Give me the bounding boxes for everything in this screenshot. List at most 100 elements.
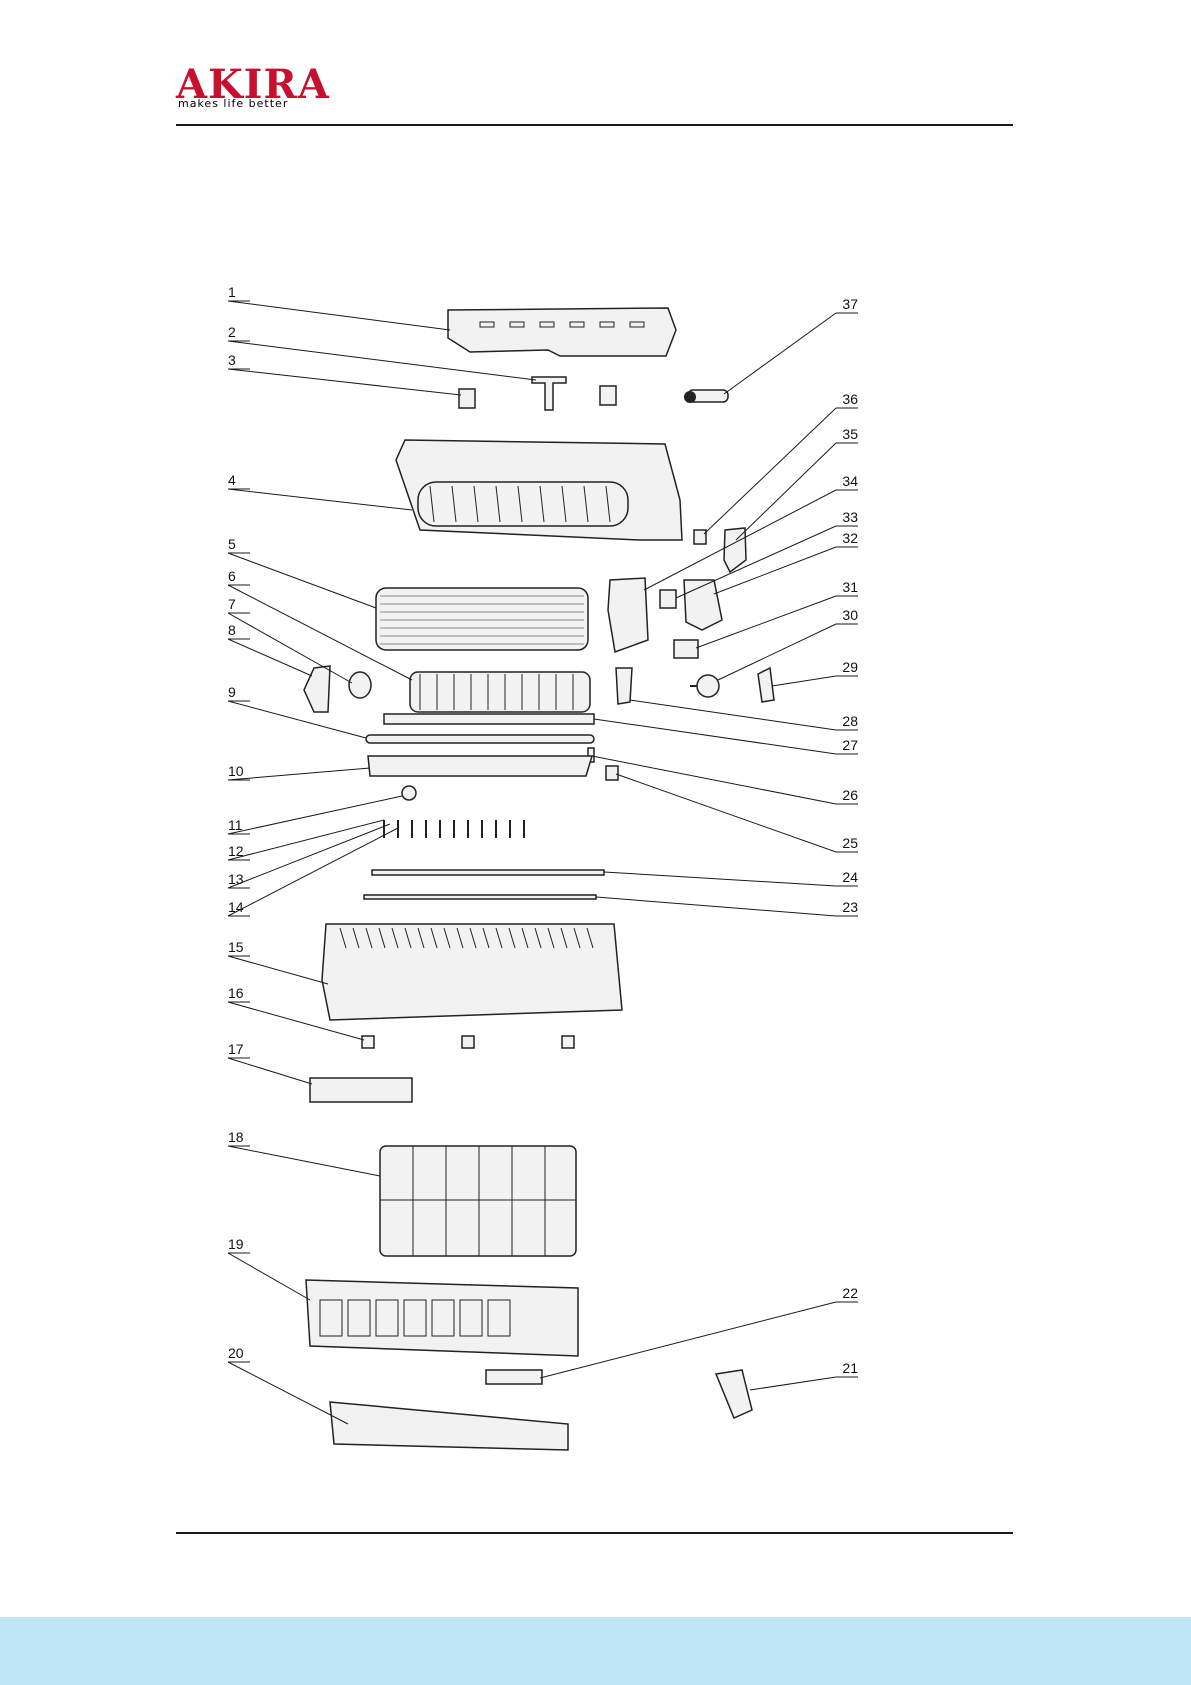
part-number-36: 36 <box>842 391 858 407</box>
panel-cell-shape <box>376 1300 398 1336</box>
leader-line-36 <box>704 408 836 534</box>
leader-line-17 <box>228 1058 312 1084</box>
leader-line-11 <box>228 796 402 834</box>
part-number-33: 33 <box>842 509 858 525</box>
motor-bracket-shape <box>616 668 632 704</box>
part-number-3: 3 <box>228 352 236 368</box>
part-number-31: 31 <box>842 579 858 595</box>
part-number-27: 27 <box>842 737 858 753</box>
cover-plate-shape <box>724 528 746 572</box>
leader-line-26 <box>592 756 836 804</box>
footer-band <box>0 1617 1191 1685</box>
pipe-end-shape <box>684 391 696 403</box>
mounting-plate-slot <box>480 322 494 327</box>
bearing-holder-shape <box>304 666 330 712</box>
panel-cell-shape <box>404 1300 426 1336</box>
clip-shape <box>600 386 616 405</box>
part-number-35: 35 <box>842 426 858 442</box>
part-number-23: 23 <box>842 899 858 915</box>
leader-line-23 <box>596 897 836 916</box>
mounting-plate-slot <box>630 322 644 327</box>
leader-line-21 <box>750 1377 836 1390</box>
leader-line-5 <box>228 553 376 608</box>
bracket-shape <box>532 377 566 410</box>
part-number-19: 19 <box>228 1236 244 1252</box>
panel-cell-shape <box>488 1300 510 1336</box>
drain-tray-shape <box>384 714 594 724</box>
leader-line-4 <box>228 489 412 510</box>
remote-control-shape <box>716 1370 752 1418</box>
part-number-29: 29 <box>842 659 858 675</box>
horizontal-louver-shape <box>364 895 596 899</box>
leader-line-25 <box>616 774 836 852</box>
leader-line-29 <box>772 676 836 686</box>
part-number-30: 30 <box>842 607 858 623</box>
part-number-21: 21 <box>842 1360 858 1376</box>
connecting-rod-shape <box>372 870 604 875</box>
part-number-8: 8 <box>228 622 236 638</box>
part-number-34: 34 <box>842 473 858 489</box>
part-number-16: 16 <box>228 985 244 1001</box>
panel-cell-shape <box>432 1300 454 1336</box>
part-number-28: 28 <box>842 713 858 729</box>
part-number-9: 9 <box>228 684 236 700</box>
screw-cap-shape <box>562 1036 574 1048</box>
drain-pipe-shape <box>366 735 594 743</box>
part-number-10: 10 <box>228 763 244 779</box>
stepper-motor-shape <box>606 766 618 780</box>
crank-shape <box>402 786 416 800</box>
display-window-shape <box>486 1370 542 1384</box>
leader-line-28 <box>630 700 836 730</box>
mounting-plate-slot <box>540 322 554 327</box>
leader-line-30 <box>718 624 836 680</box>
footer-rule <box>176 1532 1013 1534</box>
part-number-7: 7 <box>228 596 236 612</box>
part-number-15: 15 <box>228 939 244 955</box>
part-number-14: 14 <box>228 899 244 915</box>
drain-pan-shape <box>368 756 592 776</box>
leader-line-7 <box>228 613 352 683</box>
part-number-12: 12 <box>228 843 244 859</box>
part-number-22: 22 <box>842 1285 858 1301</box>
small-cover-shape <box>674 640 698 658</box>
leader-line-8 <box>228 639 312 676</box>
filter-cassette-shape <box>310 1078 412 1102</box>
control-box-shape <box>608 578 648 652</box>
screw-cap-shape <box>362 1036 374 1048</box>
part-number-25: 25 <box>842 835 858 851</box>
leader-line-9 <box>228 701 366 738</box>
leader-line-22 <box>540 1302 836 1378</box>
clip-shape <box>459 389 475 408</box>
leader-line-3 <box>228 369 461 395</box>
part-number-6: 6 <box>228 568 236 584</box>
sensor-clip-shape <box>694 530 706 544</box>
leader-line-12 <box>228 820 384 860</box>
panel-cell-shape <box>460 1300 482 1336</box>
blower-housing-shape <box>418 482 628 526</box>
leader-line-35 <box>736 443 836 540</box>
front-panel-shape <box>330 1402 568 1450</box>
fan-motor-shape <box>697 675 719 697</box>
leader-line-18 <box>228 1146 380 1176</box>
mounting-plate-slot <box>510 322 524 327</box>
terminal-block-shape <box>660 590 676 608</box>
mounting-plate-slot <box>570 322 584 327</box>
part-number-24: 24 <box>842 869 858 885</box>
panel-cell-shape <box>320 1300 342 1336</box>
part-number-20: 20 <box>228 1345 244 1361</box>
motor-clamp-shape <box>758 668 774 702</box>
leader-line-20 <box>228 1362 348 1424</box>
part-number-32: 32 <box>842 530 858 546</box>
pcb-box-shape <box>684 580 722 630</box>
part-number-11: 11 <box>228 817 243 833</box>
panel-cell-shape <box>348 1300 370 1336</box>
leader-line-10 <box>228 768 370 780</box>
part-number-37: 37 <box>842 296 858 312</box>
part-number-17: 17 <box>228 1041 244 1057</box>
evaporator-shape <box>376 588 588 650</box>
leader-line-13 <box>228 824 390 888</box>
screw-cap-shape <box>462 1036 474 1048</box>
component-drawings <box>304 308 774 1450</box>
part-number-1: 1 <box>228 284 236 300</box>
